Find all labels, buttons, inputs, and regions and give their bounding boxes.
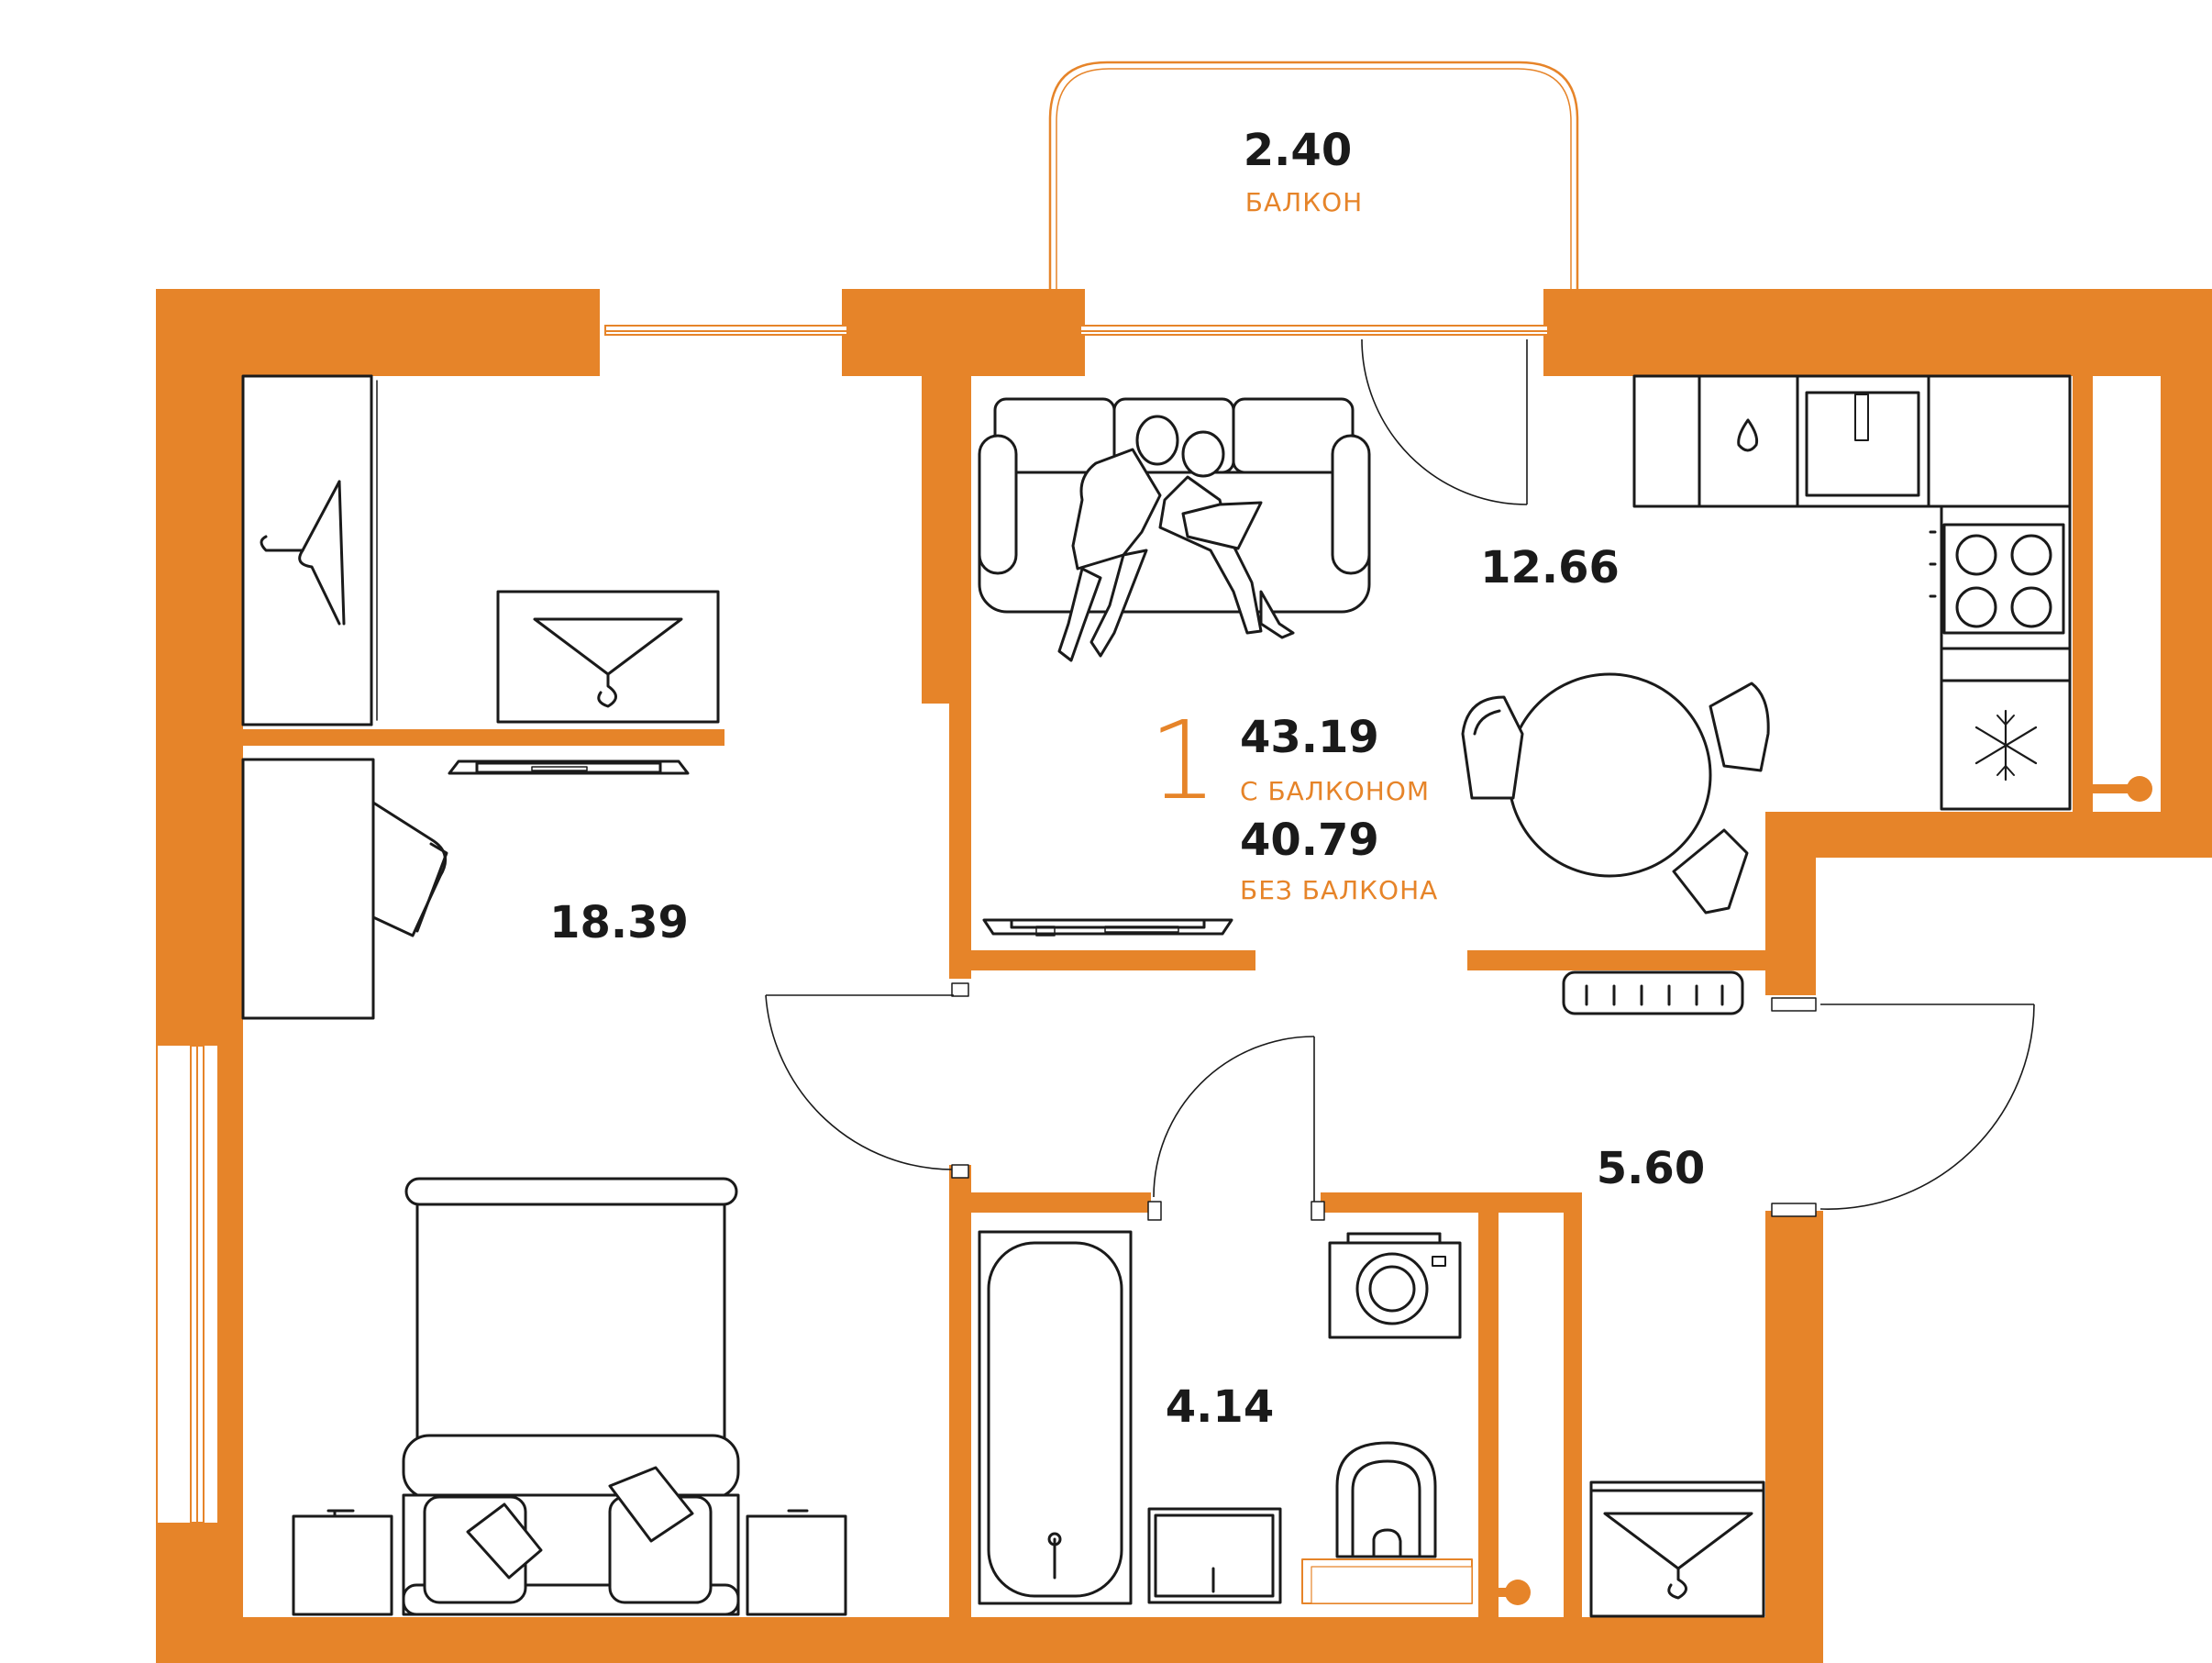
bathroom-area: 4.14	[1166, 1381, 1274, 1433]
doors	[765, 338, 2152, 1605]
total-with-balcony: 43.19	[1240, 712, 1379, 763]
bathroom-furniture	[978, 1230, 1473, 1605]
snowflake-icon	[1974, 709, 2038, 782]
balcony-label: БАЛКОН	[1245, 187, 1363, 217]
hallway-area: 5.60	[1597, 1143, 1705, 1194]
hallway-furniture	[1589, 1480, 1765, 1618]
balcony-area: 2.40	[1244, 125, 1352, 176]
bedroom-furniture	[241, 374, 847, 1616]
kitchen-living-area: 12.66	[1480, 542, 1620, 593]
bedroom-area: 18.39	[549, 897, 689, 948]
living-kitchen-furniture	[978, 374, 2072, 1015]
rooms-count: 1	[1148, 697, 1217, 824]
hanger-icon	[533, 617, 683, 708]
pillows	[423, 1466, 713, 1604]
walls	[156, 289, 2212, 1663]
with-balcony-label: С БАЛКОНОМ	[1240, 776, 1430, 806]
hanger-icon	[260, 480, 346, 626]
water-drop-icon	[1737, 418, 1759, 452]
dining-table	[1461, 672, 1770, 915]
without-balcony-label: БЕЗ БАЛКОНА	[1240, 875, 1438, 905]
radiator	[1562, 970, 1744, 1015]
windows	[158, 292, 1549, 1524]
desk-chair	[371, 801, 448, 937]
hanger-icon	[1603, 1512, 1753, 1600]
toilet	[1301, 1441, 1473, 1604]
couple-on-sofa-illustration	[1057, 415, 1295, 662]
labels: 2.40 БАЛКОН 1 43.19 С БАЛКОНОМ 40.79 БЕЗ…	[549, 125, 1705, 1433]
washing-machine	[1328, 1232, 1462, 1339]
kitchen-counter	[1632, 374, 2072, 811]
total-without-balcony: 40.79	[1240, 815, 1379, 866]
balcony	[1048, 61, 1579, 292]
